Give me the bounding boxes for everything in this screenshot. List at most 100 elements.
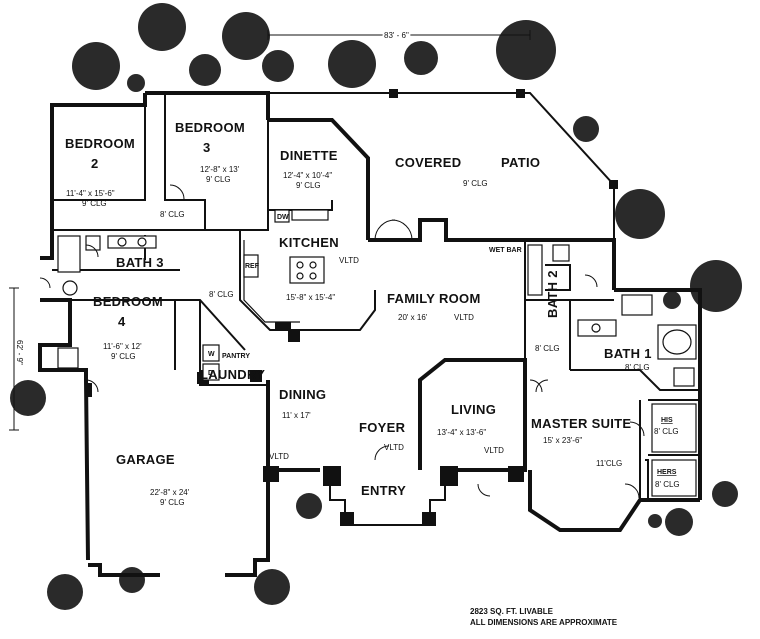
bath2-label: BATH 2: [545, 270, 560, 318]
living-label: LIVING: [451, 402, 496, 417]
bedroom2-number: 2: [91, 156, 99, 171]
living-vltd: VLTD: [484, 446, 504, 455]
bath1-shower: [621, 294, 653, 316]
tree-icon: [254, 569, 290, 605]
tree-icon: [10, 380, 46, 416]
foyer-vltd: VLTD: [384, 443, 404, 452]
tree-icon: [328, 40, 376, 88]
his-closet-label: HIS: [661, 417, 673, 424]
garage-size: 22'-8" x 24': [150, 488, 190, 497]
kitchen-size: 15'-8" x 15'-4": [286, 293, 335, 302]
dinette-ceiling: 9' CLG: [296, 181, 321, 190]
overall-width-label: 83' - 6": [384, 31, 409, 40]
patio-label-2: PATIO: [501, 155, 540, 170]
bedroom4-ceiling: 9' CLG: [111, 352, 136, 361]
foyer-label: FOYER: [359, 420, 406, 435]
door-swings: [39, 184, 645, 499]
covered-patio-outline: [268, 89, 618, 290]
bedroom2-ceiling: 9' CLG: [82, 199, 107, 208]
dinette-size: 12'-4" x 10'-4": [283, 171, 332, 180]
bedroom3-label: BEDROOM: [175, 120, 245, 135]
family-room-label: FAMILY ROOM: [387, 291, 481, 306]
bedroom4-number: 4: [118, 314, 126, 329]
hers-closet-label: HERS: [657, 469, 677, 476]
bathtub-bath3: [57, 235, 81, 273]
toilet-bedroom4: [57, 347, 79, 369]
bedroom3-number: 3: [203, 140, 211, 155]
tree-icon: [496, 20, 556, 80]
garage-label: GARAGE: [116, 452, 175, 467]
refrigerator: [243, 254, 259, 278]
closet-hers: [651, 459, 697, 497]
dryer-label: D: [208, 370, 213, 377]
livable-area-note: 2823 SQ. FT. LIVABLE: [470, 607, 554, 616]
fixtures: [57, 209, 697, 497]
overall-depth-label: 62' - 9": [15, 340, 24, 365]
tree-icon: [663, 291, 681, 309]
bath1-toilet: [673, 367, 695, 387]
master-suite-label: MASTER SUITE: [531, 416, 631, 431]
refrigerator-label: REF: [245, 263, 260, 270]
tree-icon: [665, 508, 693, 536]
dimensions-note: ALL DIMENSIONS ARE APPROXIMATE: [470, 618, 618, 627]
bath1-label: BATH 1: [604, 346, 652, 361]
kitchen-vltd: VLTD: [339, 256, 359, 265]
bedroom4-label: BEDROOM: [93, 294, 163, 309]
exterior-walls: [38, 91, 702, 577]
tree-icon: [296, 493, 322, 519]
bath1-side-ceiling: 8' CLG: [535, 344, 560, 353]
dimension-lines: [9, 30, 531, 431]
dining-label: DINING: [279, 387, 326, 402]
bath1-ceiling: 8' CLG: [625, 363, 650, 372]
tree-icon: [690, 260, 742, 312]
tree-icon: [189, 54, 221, 86]
bedroom4-size: 11'-6" x 12': [103, 342, 142, 351]
tree-icon: [138, 3, 186, 51]
tree-icon: [573, 116, 599, 142]
family-room-vltd: VLTD: [454, 313, 474, 322]
kitchen-island: [289, 256, 325, 284]
washer-label: W: [208, 351, 215, 358]
bath3-label: BATH 3: [116, 255, 164, 270]
tree-icon: [127, 74, 145, 92]
master-suite-size: 15' x 23'-6": [543, 436, 582, 445]
bedroom2-size: 11'-4" x 15'-6": [66, 189, 115, 198]
bedroom3-size: 12'-8" x 13': [200, 165, 240, 174]
tree-icon: [119, 567, 145, 593]
laundry-label: LAUNDRY: [200, 367, 265, 382]
dryer: [202, 363, 220, 381]
closet-ceiling-label: 8' CLG: [160, 210, 185, 219]
closet-his: [651, 403, 697, 453]
tree-icon: [648, 514, 662, 528]
patio-label-1: COVERED: [395, 155, 461, 170]
washer: [202, 344, 220, 362]
dinette-label: DINETTE: [280, 148, 338, 163]
bedroom2-label: BEDROOM: [65, 136, 135, 151]
hers-closet-ceiling: 8' CLG: [655, 480, 680, 489]
toilet-bath3: [85, 235, 101, 251]
dishwasher: [274, 209, 290, 223]
living-size: 13'-4" x 13'-6": [437, 428, 486, 437]
garage-ceiling: 9' CLG: [160, 498, 185, 507]
dishwasher-label: DW: [277, 214, 289, 221]
tree-icon: [222, 12, 270, 60]
tree-icon: [404, 41, 438, 75]
patio-ceiling: 9' CLG: [463, 179, 488, 188]
bath2-vanity: [527, 244, 543, 296]
tree-icon: [47, 574, 83, 610]
tree-icon: [712, 481, 738, 507]
dining-vltd: VLTD: [269, 452, 289, 461]
wet-bar-label: WET BAR: [489, 247, 522, 254]
tree-icon: [615, 189, 665, 239]
bedroom3-ceiling: 9' CLG: [206, 175, 231, 184]
kitchen-label: KITCHEN: [279, 235, 339, 250]
family-room-size: 20' x 16': [398, 313, 428, 322]
entry-label: ENTRY: [361, 483, 406, 498]
bath2-shower: [552, 244, 570, 262]
hall-ceiling-label: 8' CLG: [209, 290, 234, 299]
tree-icon: [262, 50, 294, 82]
dining-size: 11' x 17': [282, 411, 311, 420]
tree-icon: [72, 42, 120, 90]
master-suite-ceiling: 11'CLG: [596, 459, 622, 468]
